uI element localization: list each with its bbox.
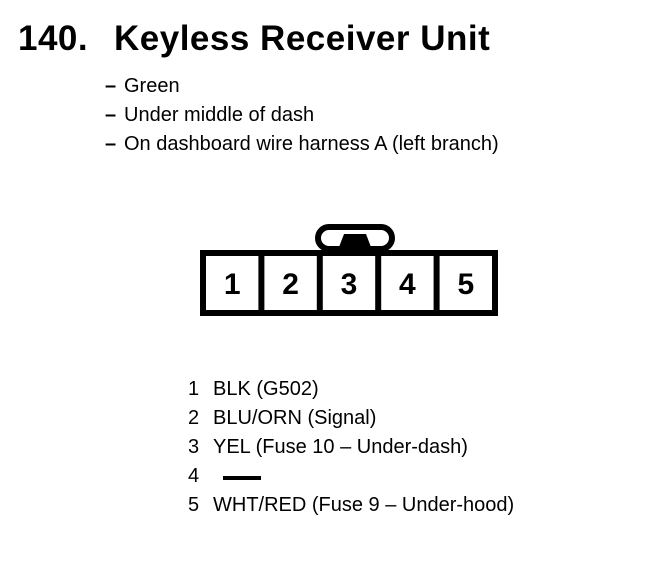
pin-row-5: 5 WHT/RED (Fuse 9 – Under-hood) xyxy=(188,491,514,520)
latch-bump xyxy=(336,234,374,255)
cavity-number-5: 5 xyxy=(457,268,474,301)
section-header: 140. Keyless Receiver Unit xyxy=(18,21,490,56)
pin-wire-label: BLU/ORN (Signal) xyxy=(213,407,377,429)
pin-wire-label: YEL (Fuse 10 – Under-dash) xyxy=(213,436,468,458)
pin-number: 1 xyxy=(188,378,200,400)
connector-body xyxy=(200,250,498,316)
detail-item-color: – Green xyxy=(105,72,499,101)
cavity-number-1: 1 xyxy=(224,268,241,301)
dash-bullet-icon: – xyxy=(105,75,117,97)
pin-wire-label: BLK (G502) xyxy=(213,378,319,400)
cavity-number-4: 4 xyxy=(399,268,416,301)
pin-number: 4 xyxy=(188,465,200,487)
section-number: 140. xyxy=(18,19,89,58)
pin-assignment-list: 1 BLK (G502) 2 BLU/ORN (Signal) 3 YEL (F… xyxy=(188,375,514,520)
pin-wire-label: WHT/RED (Fuse 9 – Under-hood) xyxy=(213,494,515,516)
pin-row-4: 4 xyxy=(188,462,514,491)
page-title: Keyless Receiver Unit xyxy=(114,19,491,58)
dash-bullet-icon: – xyxy=(105,133,117,155)
pin-row-1: 1 BLK (G502) xyxy=(188,375,514,404)
cavity-number-2: 2 xyxy=(282,268,299,301)
detail-list: – Green – Under middle of dash – On dash… xyxy=(105,72,499,159)
detail-text: On dashboard wire harness A (left branch… xyxy=(124,133,499,155)
pin-row-2: 2 BLU/ORN (Signal) xyxy=(188,404,514,433)
detail-text: Under middle of dash xyxy=(124,104,315,126)
detail-text: Green xyxy=(124,75,180,97)
cavity-number-3: 3 xyxy=(341,268,358,301)
pin-number: 3 xyxy=(188,436,200,458)
connector-diagram: 1 2 3 4 5 xyxy=(200,224,498,316)
dash-bullet-icon: – xyxy=(105,104,117,126)
detail-item-harness: – On dashboard wire harness A (left bran… xyxy=(105,130,499,159)
pin-number: 2 xyxy=(188,407,200,429)
detail-item-location: – Under middle of dash xyxy=(105,101,499,130)
pin-number: 5 xyxy=(188,494,200,516)
pin-row-3: 3 YEL (Fuse 10 – Under-dash) xyxy=(188,433,514,462)
no-connection-dash xyxy=(223,475,261,480)
